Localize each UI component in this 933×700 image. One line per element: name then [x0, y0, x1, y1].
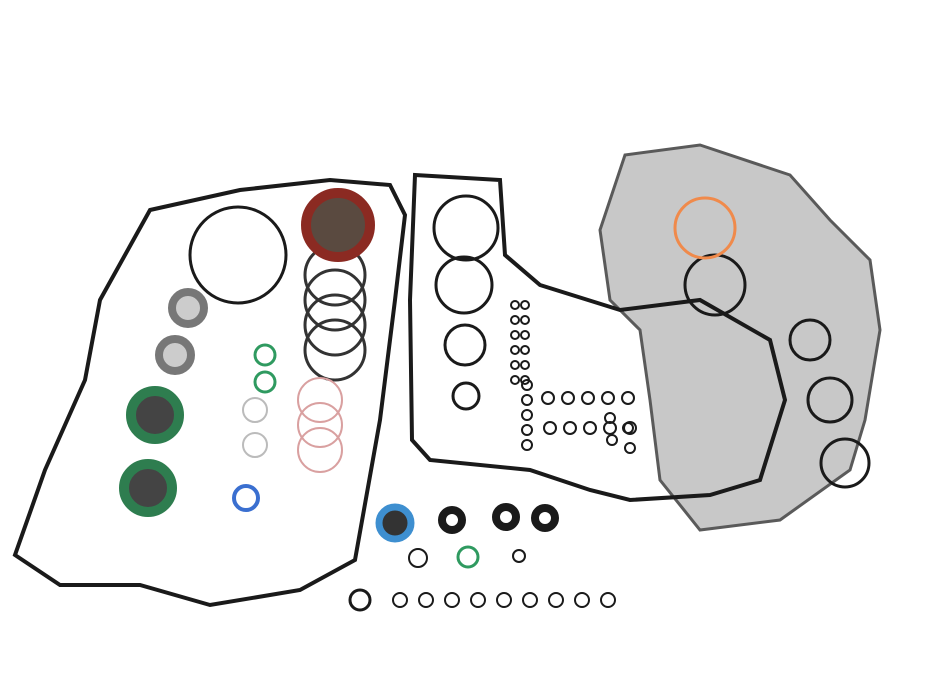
orange-o-ring: [673, 196, 737, 260]
small-o-ring: [496, 592, 512, 608]
small-o-ring: [520, 315, 530, 325]
small-o-ring: [581, 391, 595, 405]
small-o-ring: [520, 360, 530, 370]
small-o-ring: [522, 592, 538, 608]
o-ring: [434, 255, 494, 315]
small-o-ring: [470, 592, 486, 608]
o-ring: [408, 548, 428, 568]
small-o-ring: [563, 421, 577, 435]
clear-seal-ring: [242, 397, 268, 423]
small-o-ring: [510, 315, 520, 325]
rubber-grommet: [492, 503, 520, 531]
valve-body-gasket: [407, 172, 788, 503]
small-o-ring: [510, 345, 520, 355]
small-o-ring: [600, 592, 616, 608]
small-o-ring: [418, 592, 434, 608]
small-o-ring: [510, 360, 520, 370]
small-o-ring: [510, 300, 520, 310]
small-o-ring: [543, 421, 557, 435]
small-o-ring: [583, 421, 597, 435]
gray-case-gasket: [598, 143, 882, 532]
small-o-ring: [622, 422, 634, 434]
small-o-ring: [521, 379, 533, 391]
metal-bushing: [155, 335, 195, 375]
o-ring: [806, 376, 854, 424]
small-o-ring: [541, 391, 555, 405]
small-o-ring: [510, 375, 520, 385]
clear-seal-ring: [297, 402, 343, 448]
small-o-ring: [624, 442, 636, 454]
small-o-ring: [621, 391, 635, 405]
small-o-ring: [601, 391, 615, 405]
green-shaft-seal: [126, 386, 184, 444]
small-o-ring: [521, 394, 533, 406]
clear-seal-ring: [297, 427, 343, 473]
small-o-ring: [561, 391, 575, 405]
green-o-ring: [253, 343, 277, 367]
green-o-ring: [456, 545, 480, 569]
left-pan-gasket: [12, 177, 408, 608]
blue-o-ring: [232, 484, 260, 512]
o-ring: [432, 194, 500, 262]
o-ring: [819, 437, 871, 489]
green-o-ring: [253, 370, 277, 394]
clear-seal-ring: [242, 432, 268, 458]
small-o-ring: [521, 439, 533, 451]
small-o-ring: [606, 434, 618, 446]
small-o-ring: [574, 592, 590, 608]
small-o-ring: [548, 592, 564, 608]
o-ring: [303, 293, 367, 357]
small-o-ring: [392, 592, 408, 608]
blue-seal: [375, 503, 415, 543]
o-ring: [788, 318, 832, 362]
o-ring: [188, 205, 288, 305]
rubber-grommet: [438, 506, 466, 534]
o-ring: [451, 381, 481, 411]
small-o-ring: [444, 592, 460, 608]
green-shaft-seal: [119, 459, 177, 517]
o-ring: [348, 588, 372, 612]
small-o-ring: [520, 345, 530, 355]
small-o-ring: [604, 412, 616, 424]
small-o-ring: [520, 300, 530, 310]
metal-bushing: [168, 288, 208, 328]
o-ring: [303, 318, 367, 382]
rubber-grommet: [531, 504, 559, 532]
small-o-ring: [520, 330, 530, 340]
clear-seal-ring: [297, 377, 343, 423]
red-shaft-seal: [301, 188, 375, 262]
o-ring: [512, 549, 526, 563]
small-o-ring: [510, 330, 520, 340]
small-o-ring: [521, 409, 533, 421]
o-ring: [303, 268, 367, 332]
o-ring: [443, 323, 487, 367]
small-o-ring: [521, 424, 533, 436]
